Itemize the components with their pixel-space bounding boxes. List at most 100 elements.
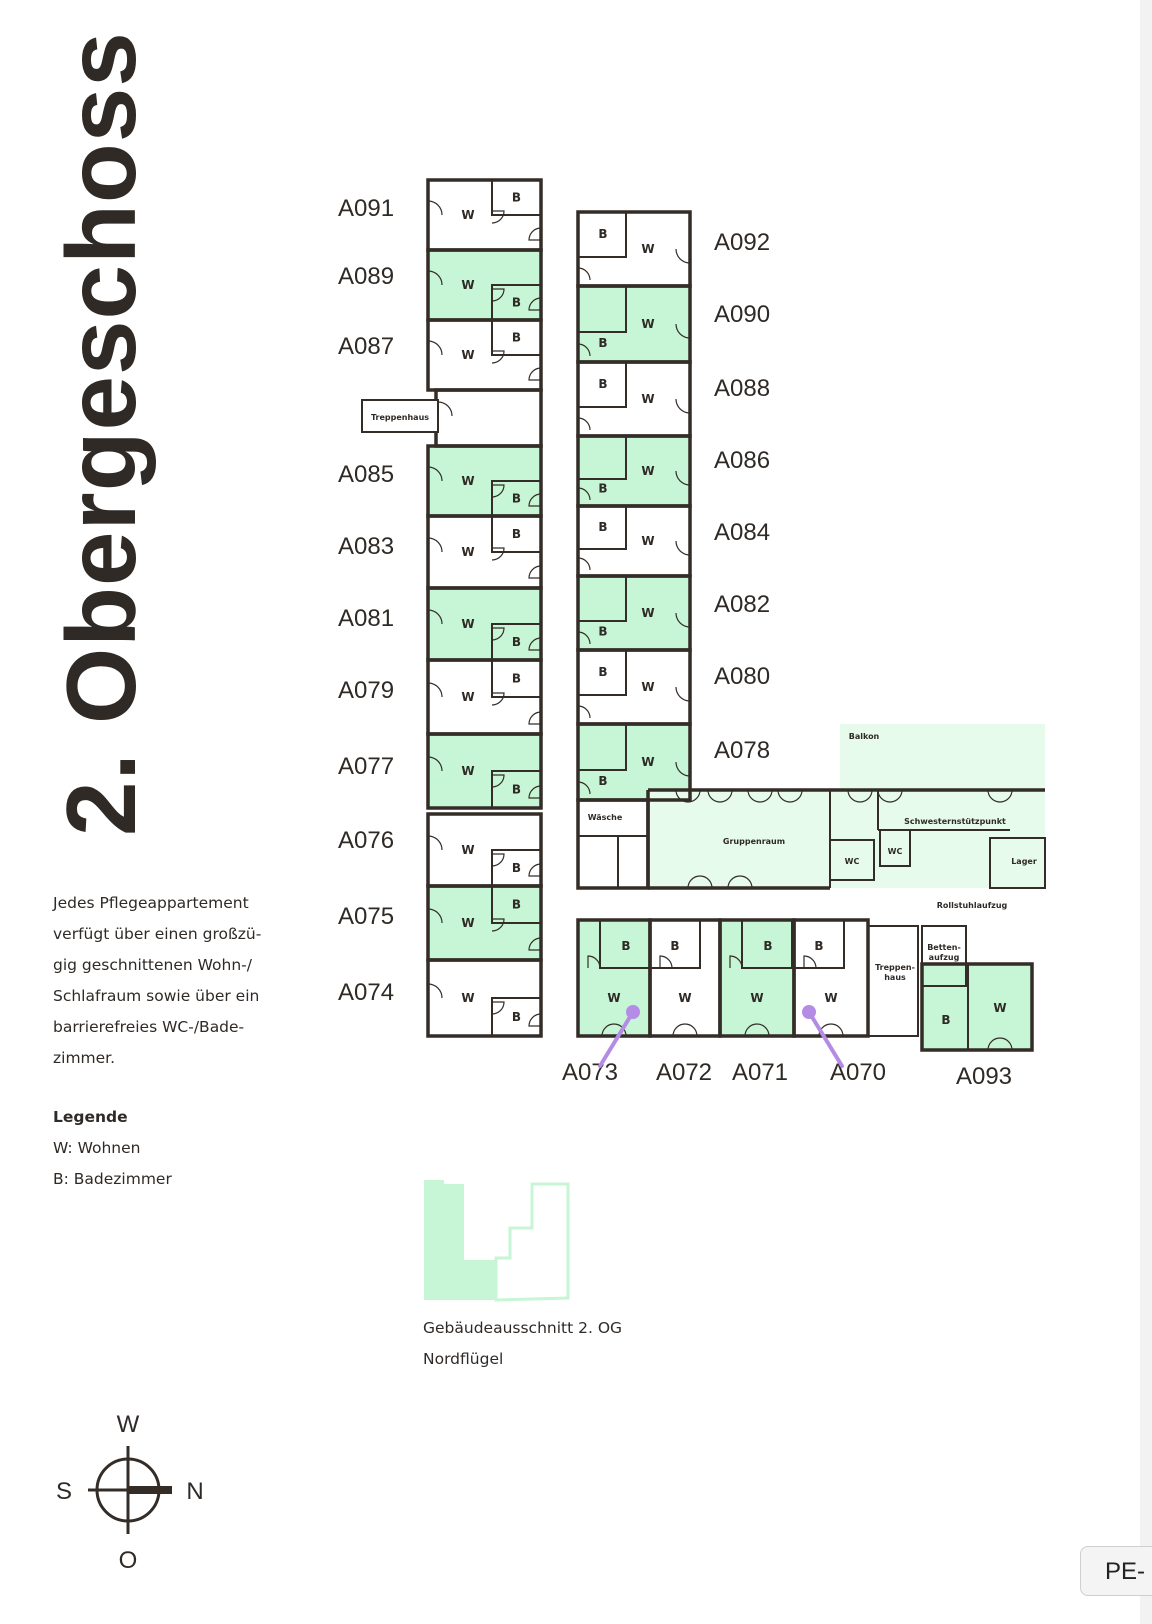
unit-label-left: A085 [338, 461, 394, 488]
apartment-fill [578, 286, 690, 362]
door-swing [491, 484, 505, 498]
door-swing [528, 227, 542, 241]
door-swing [528, 863, 542, 877]
unit-label-left: A075 [338, 903, 394, 930]
door-swing [675, 398, 691, 414]
door-swing [675, 248, 691, 264]
room-letter-b: B [763, 939, 772, 953]
room-letter-w: W [641, 317, 654, 331]
unit-label-right: A078 [714, 737, 770, 764]
building-section-caption: Gebäudeausschnitt 2. OG Nordflügel [423, 1313, 622, 1375]
door-swing [528, 493, 542, 507]
room-letter-w: W [641, 606, 654, 620]
description-line: Jedes Pflegeappartement [53, 894, 249, 912]
compass-north: N [186, 1478, 203, 1505]
apartment-wall [576, 504, 692, 578]
door-swing [427, 466, 443, 482]
apartment-wall [920, 962, 1034, 1052]
room-letter-b: B [512, 331, 521, 345]
apartment-fill [578, 920, 650, 1036]
door-swing [877, 789, 903, 803]
room-letter-w: W [461, 545, 474, 559]
marker-line [598, 1010, 635, 1068]
room-letter-w: W [641, 534, 654, 548]
balcony-label: Balkon [849, 732, 880, 741]
room-letter-b: B [598, 482, 607, 496]
door-swing [491, 692, 505, 706]
door-swing [577, 343, 591, 357]
unit-label-left: A081 [338, 605, 394, 632]
legend-item-badezimmer: B: Badezimmer [53, 1170, 172, 1188]
room-letter-b: B [598, 665, 607, 679]
door-swing [577, 781, 591, 795]
room-letter-w: W [461, 764, 474, 778]
door-swing [528, 367, 542, 381]
door-swing [528, 711, 542, 725]
door-swing [577, 557, 591, 571]
unit-label-left: A087 [338, 333, 394, 360]
apartment-wall [576, 210, 692, 288]
room-letter-b: B [598, 377, 607, 391]
door-swing [675, 789, 701, 803]
description-line: zimmer. [53, 1049, 116, 1067]
corridor-wall [434, 388, 543, 448]
door-swing [601, 1023, 627, 1037]
storage-label: Lager [1011, 857, 1037, 866]
room-letter-b: B [598, 774, 607, 788]
wc-label: WC [888, 847, 903, 856]
bathroom-wall [741, 919, 793, 969]
door-swing [744, 1023, 770, 1037]
section-outline [494, 1182, 570, 1302]
room-letter-w: W [461, 348, 474, 362]
room-letter-b: B [598, 336, 607, 350]
door-swing [672, 1023, 698, 1037]
room-letter-w: W [641, 392, 654, 406]
room-letter-b: B [512, 898, 521, 912]
room-letter-w: W [641, 242, 654, 256]
door-swing [847, 789, 873, 803]
stairwell-label: Treppenhaus [371, 413, 429, 422]
group-room-label: Gruppenraum [723, 837, 785, 846]
door-swing [528, 297, 542, 311]
page-badge[interactable]: PE- [1080, 1546, 1152, 1596]
door-swing [491, 853, 505, 867]
door-swing [687, 875, 713, 889]
unit-label-left: A077 [338, 753, 394, 780]
wc-label: WC [845, 857, 860, 866]
room-letter-b: B [512, 296, 521, 310]
unit-label-bottom: A073 [562, 1059, 618, 1086]
compass-west: W [117, 1411, 140, 1438]
room-letter-b: B [512, 492, 521, 506]
door-swing [427, 908, 443, 924]
door-swing [727, 875, 753, 889]
room-letter-b: B [512, 861, 521, 875]
unit-label-right: A090 [714, 301, 770, 328]
door-swing [528, 1013, 542, 1027]
room-letter-w: W [993, 1001, 1006, 1015]
storage-wall [989, 837, 1046, 889]
unit-label-left: A083 [338, 533, 394, 560]
door-swing [675, 761, 691, 777]
door-swing [427, 983, 443, 999]
bathroom-wall [793, 919, 845, 969]
room-letter-w: W [750, 991, 763, 1005]
door-swing [491, 918, 505, 932]
room-letter-w: W [461, 617, 474, 631]
unit-label-right: A084 [714, 519, 770, 546]
door-swing [577, 631, 591, 645]
door-swing [577, 487, 591, 501]
door-swing [437, 401, 453, 417]
room-letter-w: W [461, 278, 474, 292]
room-letter-b: B [512, 1010, 521, 1024]
building-section-title: Gebäudeausschnitt 2. OG [423, 1319, 623, 1337]
room-letter-w: W [461, 208, 474, 222]
laundry-label: Wäsche [588, 813, 623, 822]
unit-label-right: A082 [714, 591, 770, 618]
door-swing [528, 937, 542, 951]
door-swing [427, 200, 443, 216]
unit-label-left: A074 [338, 979, 394, 1006]
door-swing [427, 835, 443, 851]
compass-east: O [119, 1547, 138, 1574]
door-swing [747, 789, 773, 803]
